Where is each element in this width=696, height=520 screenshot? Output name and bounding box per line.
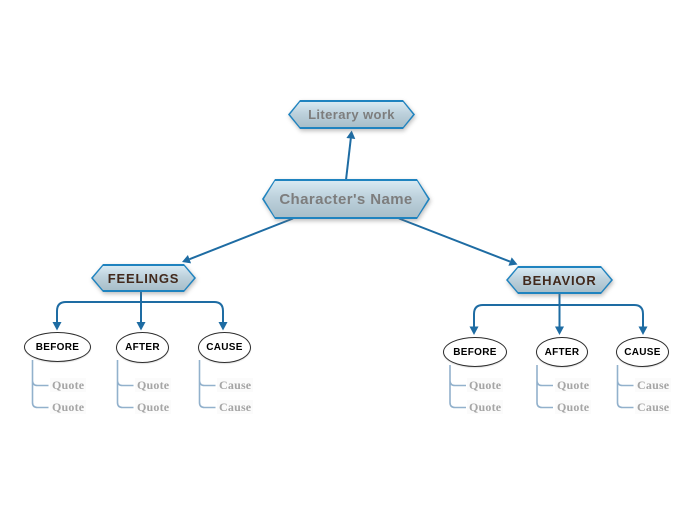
item-connectors: [31, 360, 634, 409]
item-behavior-after-quote-1[interactable]: Quote: [555, 378, 592, 392]
node-feelings-after[interactable]: AFTER: [116, 332, 169, 363]
node-behavior-cause[interactable]: CAUSE: [616, 337, 669, 367]
hexagon-fill: [264, 181, 428, 217]
node-feelings-label: FEELINGS: [107, 270, 180, 286]
node-feelings-cause-label: CAUSE: [206, 342, 243, 353]
item-feelings-after-quote-2[interactable]: Quote: [135, 400, 172, 414]
item-feelings-after-quote-1[interactable]: Quote: [135, 378, 172, 392]
node-behavior-label: BEHAVIOR: [522, 272, 597, 288]
behavior-arrowheads: [469, 326, 648, 335]
edge-behavior-tree: [473, 293, 644, 327]
node-behavior-cause-label: CAUSE: [624, 346, 661, 358]
edge-feelings-tree: [56, 291, 224, 323]
node-feelings-cause[interactable]: CAUSE: [198, 332, 251, 363]
feelings-arrowheads: [52, 322, 228, 331]
node-behavior-before[interactable]: BEFORE: [443, 337, 507, 367]
node-behavior-after-label: AFTER: [544, 346, 580, 358]
node-feelings-before[interactable]: BEFORE: [24, 332, 91, 362]
node-behavior-before-label: BEFORE: [453, 346, 497, 358]
node-behavior-after[interactable]: AFTER: [536, 337, 588, 367]
edge-root-to-feelings: [182, 217, 294, 264]
item-feelings-cause-2[interactable]: Cause: [217, 400, 254, 414]
item-behavior-after-quote-2[interactable]: Quote: [555, 400, 592, 414]
hexagon-fill: [290, 102, 413, 127]
item-behavior-cause-2[interactable]: Cause: [635, 400, 672, 414]
hexagon-fill: [93, 266, 194, 290]
edge-root-to-literary: [345, 130, 356, 181]
node-literary-work[interactable]: Literary work: [288, 100, 415, 129]
node-feelings-before-label: BEFORE: [35, 341, 80, 353]
item-behavior-before-quote-1[interactable]: Quote: [467, 378, 504, 392]
node-characters-name[interactable]: Character's Name: [262, 179, 430, 219]
arrowhead-icon: [508, 257, 518, 266]
item-feelings-before-quote-2[interactable]: Quote: [50, 400, 87, 414]
item-feelings-before-quote-1[interactable]: Quote: [50, 378, 87, 392]
edge-root-to-behavior: [398, 217, 518, 266]
arrowhead-up-icon: [346, 130, 356, 139]
node-feelings[interactable]: FEELINGS: [91, 264, 196, 292]
hexagon-fill: [508, 268, 611, 292]
arrowhead-icon: [182, 255, 192, 264]
node-characters-name-label: Character's Name: [279, 190, 413, 208]
item-behavior-before-quote-2[interactable]: Quote: [467, 400, 504, 414]
node-behavior[interactable]: BEHAVIOR: [506, 266, 613, 294]
node-literary-work-label: Literary work: [308, 107, 395, 122]
item-behavior-cause-1[interactable]: Cause: [635, 378, 672, 392]
node-feelings-after-label: AFTER: [125, 342, 160, 353]
item-feelings-cause-1[interactable]: Cause: [217, 378, 254, 392]
